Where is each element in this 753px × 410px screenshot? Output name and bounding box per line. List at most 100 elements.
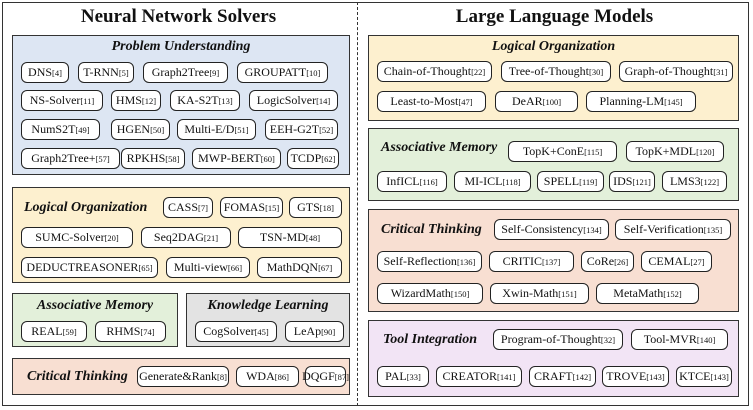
method-name: DEDUCTREASONER [26,260,139,274]
method-name: TopK+ConE [522,144,585,158]
method-dqgf: DQGF[87] [302,366,349,387]
method-ref: [11] [80,95,95,106]
method-name: MWP-BERT [198,151,261,165]
method-name: REAL [31,324,63,338]
method-name: Tool-MVR [643,332,697,346]
method-rpkhs: RPKHS[58] [121,148,185,169]
method-name: MathDQN [266,260,319,274]
method-metamath: MetaMath[152] [596,283,699,304]
method-name: TSN-MD [259,230,306,244]
section-title: Associative Memory [36,298,154,313]
method-ref: [74] [140,326,155,337]
method-name: TopK+MDL [635,144,697,158]
method-ref: [120] [696,146,715,157]
method-ref: [48] [305,232,321,243]
section-title: Tool Integration [383,332,478,347]
method-rhms: RHMS[74] [95,321,166,342]
method-core: CoRe[26] [581,251,634,272]
method-ref: [45] [254,326,269,337]
method-trove: TROVE[143] [602,366,669,387]
method-ref: [152] [663,288,682,299]
nn-column-title: Neural Network Solvers [80,6,277,27]
section-title: Critical Thinking [381,222,482,237]
section-title: Critical Thinking [27,369,128,384]
method-name: KA-S2T [177,93,219,107]
llm-column-title: Large Language Models [455,6,654,27]
method-name: WDA [246,369,275,383]
method-ref: [151] [558,288,577,299]
method-ref: [122] [700,176,720,187]
method-name: Least-to-Most [390,94,459,108]
section-title: Problem Understanding [111,39,251,54]
method-name: KTCE [679,369,711,383]
method-ktce: KTCE[143] [676,366,732,387]
method-pal: PAL[33] [377,366,429,387]
method-name: TROVE [606,369,647,383]
method-ref: [137] [541,256,561,267]
method-name: EEH-G2T [269,122,320,136]
method-self-consistency: Self-Consistency[134] [494,219,609,240]
method-ref: [121] [632,176,651,187]
method-hgen: HGEN[50] [111,119,170,140]
method-wda: WDA[86] [236,366,299,387]
method-name: FOMAS [223,200,266,214]
method-ref: [134] [583,224,602,235]
method-ref: [12] [141,95,157,106]
section-title: Logical Organization [24,200,148,215]
method-ref: [143] [710,371,729,382]
section-title: Knowledge Learning [207,298,329,313]
method-name: Self-Reflection [383,254,457,268]
method-mi-icl: MI-ICL[118] [454,171,531,192]
method-critic: CRITIC[137] [489,251,574,272]
method-ref: [115] [584,146,603,157]
method-name: IDS [613,174,633,188]
method-ref: [50] [150,124,165,135]
method-ids: IDS[121] [609,171,655,192]
method-t-rnn: T-RNN[5] [78,62,134,83]
method-ref: [100] [542,96,562,107]
method-ref: [9] [209,67,220,78]
method-creator: CREATOR[141] [436,366,522,387]
method-name: T-RNN [83,65,119,79]
method-ref: [18] [319,202,334,213]
method-name: CRITIC [502,254,542,268]
method-cogsolver: CogSolver[45] [195,321,277,342]
method-name: Graph-of-Thought [624,64,714,78]
method-name: HGEN [116,122,151,136]
method-name: PAL [385,369,407,383]
method-ref: [33] [406,371,421,382]
method-ref: [31] [713,66,728,77]
method-ref: [66] [227,262,243,273]
method-name: RPKHS [126,151,166,165]
method-ref: [10] [306,67,321,78]
method-name: NS-Solver [29,93,81,107]
method-ref: [141] [497,371,516,382]
method-ref: [67] [318,262,333,273]
method-name: InfICL [386,174,420,188]
method-ref: [86] [274,371,289,382]
method-real: REAL[59] [21,321,87,342]
figure-frame [2,2,749,406]
method-craft: CRAFT[142] [529,366,596,387]
method-deductreasoner: DEDUCTREASONER[65] [21,257,158,278]
method-name: CoRe [586,254,615,268]
method-ref: [90] [321,326,336,337]
method-name: GTS [297,200,320,214]
method-ref: [136] [456,256,476,267]
method-ref: [142] [572,371,592,382]
method-ref: [26] [614,256,629,267]
method-multi-e-d: Multi-E/D[51] [177,119,256,140]
method-dns: DNS[4] [21,62,69,83]
method-ref: [30] [589,66,604,77]
method-topk-cone: TopK+ConE[115] [508,141,617,162]
method-logicsolver: LogicSolver[14] [249,90,338,111]
method-least-to-most: Least-to-Most[47] [377,91,486,112]
method-gts: GTS[18] [289,197,342,218]
method-ns-solver: NS-Solver[11] [21,90,103,111]
method-cass: CASS[7] [163,197,213,218]
method-ref: [59] [62,326,77,337]
method-name: Xwin-Math [502,286,559,300]
method-generate-rank: Generate&Rank[8] [137,366,229,387]
method-ref: [49] [75,124,90,135]
method-name: Graph2Tree+ [31,151,96,165]
